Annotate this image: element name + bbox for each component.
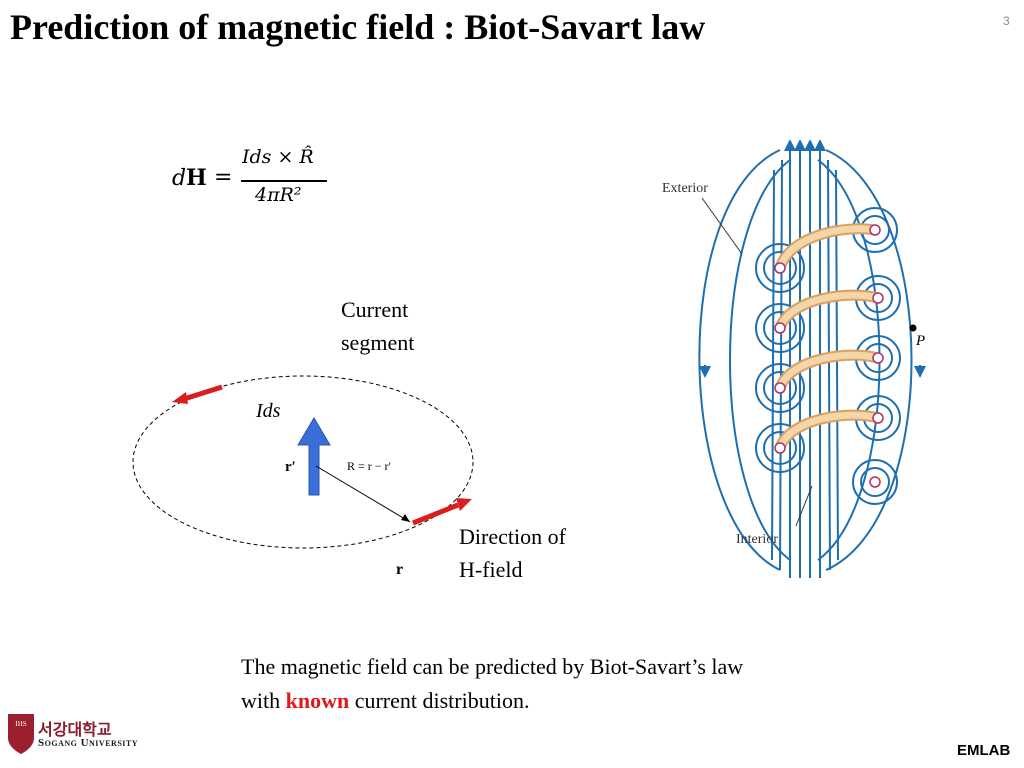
formula-d: d (172, 166, 187, 191)
r-vector-head (401, 514, 410, 522)
point-p-label: P (915, 333, 925, 349)
r-vector-line (315, 465, 411, 523)
current-segment-line1: Current (341, 297, 409, 322)
university-shield-icon: IHS (8, 714, 34, 754)
direction-line1: Direction of (459, 524, 566, 549)
slide-number: 3 (1003, 14, 1010, 28)
current-segment-label: Current segment (341, 293, 414, 359)
formula-H: H (186, 165, 207, 191)
known-emphasis: known (285, 688, 350, 713)
caption-prefix: with (241, 688, 286, 713)
caption-line1: The magnetic field can be predicted by B… (241, 654, 744, 679)
field-lines (698, 140, 926, 578)
formula-denominator: 4πR² (255, 184, 302, 206)
exterior-label: Exterior (662, 181, 708, 196)
university-name-english: Sogang University (38, 737, 138, 749)
caption-line2: with known current distribution. (241, 684, 743, 718)
current-segment-diagram: Ids r′ R = r − r′ r (132, 375, 474, 578)
interior-leader (795, 485, 813, 527)
lab-name: EMLAB (957, 742, 1011, 759)
direction-line2: H-field (459, 557, 523, 582)
shield-text: IHS (15, 720, 26, 728)
current-arrow (297, 417, 331, 496)
field-arrow-top (172, 384, 223, 404)
fraction-bar (241, 180, 327, 182)
interior-label: Interior (736, 532, 778, 547)
r-label: r (396, 561, 403, 578)
formula-numerator: Ids × R̂ (242, 146, 314, 168)
caption-suffix: current distribution. (349, 688, 530, 713)
current-segment-line2: segment (341, 330, 415, 355)
biot-savart-formula: d H = Ids × R̂ 4πR² (172, 140, 342, 220)
exterior-leader (701, 197, 743, 255)
university-name-korean: 서강대학교 (38, 720, 112, 739)
ids-label: Ids (255, 400, 281, 422)
point-p-dot (909, 324, 917, 332)
slide-title: Prediction of magnetic field : Biot-Sava… (10, 7, 706, 47)
field-loop-ellipse (132, 375, 474, 549)
bottom-caption: The magnetic field can be predicted by B… (241, 650, 743, 718)
field-arrow-bottom (412, 498, 472, 526)
formula-equals: = (214, 165, 233, 190)
direction-label: Direction of H-field (459, 520, 566, 586)
solenoid-field-diagram: P Exterior Interior (662, 140, 926, 578)
r-prime-label: r′ (285, 459, 296, 475)
current-markers (774, 224, 884, 488)
r-relation-label: R = r − r′ (347, 459, 392, 473)
